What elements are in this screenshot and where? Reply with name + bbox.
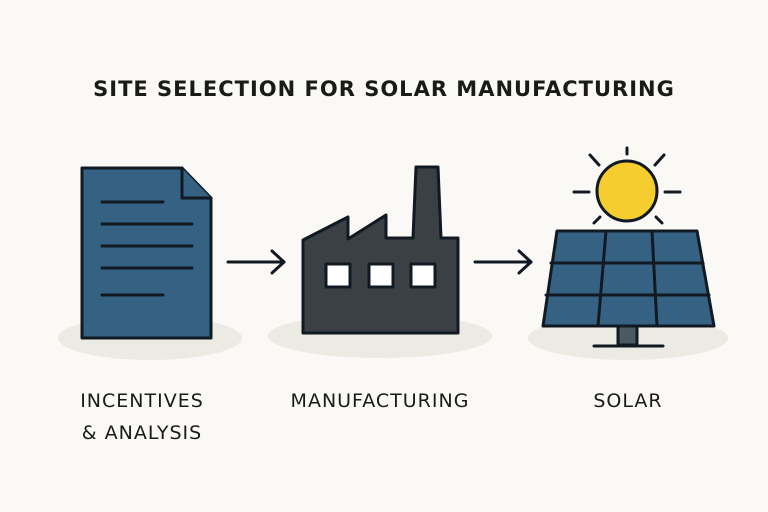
- step-label-analysis: & ANALYSIS: [82, 422, 202, 444]
- arrow-right-icon: [226, 249, 286, 275]
- step-label-manufacturing: MANUFACTURING: [291, 390, 470, 412]
- factory-icon: [301, 165, 460, 335]
- solar-panel-icon: [541, 229, 716, 348]
- document-icon: [80, 166, 213, 340]
- step-label-solar: SOLAR: [593, 390, 662, 412]
- step-label-incentives: INCENTIVES: [80, 390, 204, 412]
- diagram-title: SITE SELECTION FOR SOLAR MANUFACTURING: [93, 77, 675, 101]
- sun-icon: [572, 146, 682, 225]
- arrow-right-icon: [473, 249, 533, 275]
